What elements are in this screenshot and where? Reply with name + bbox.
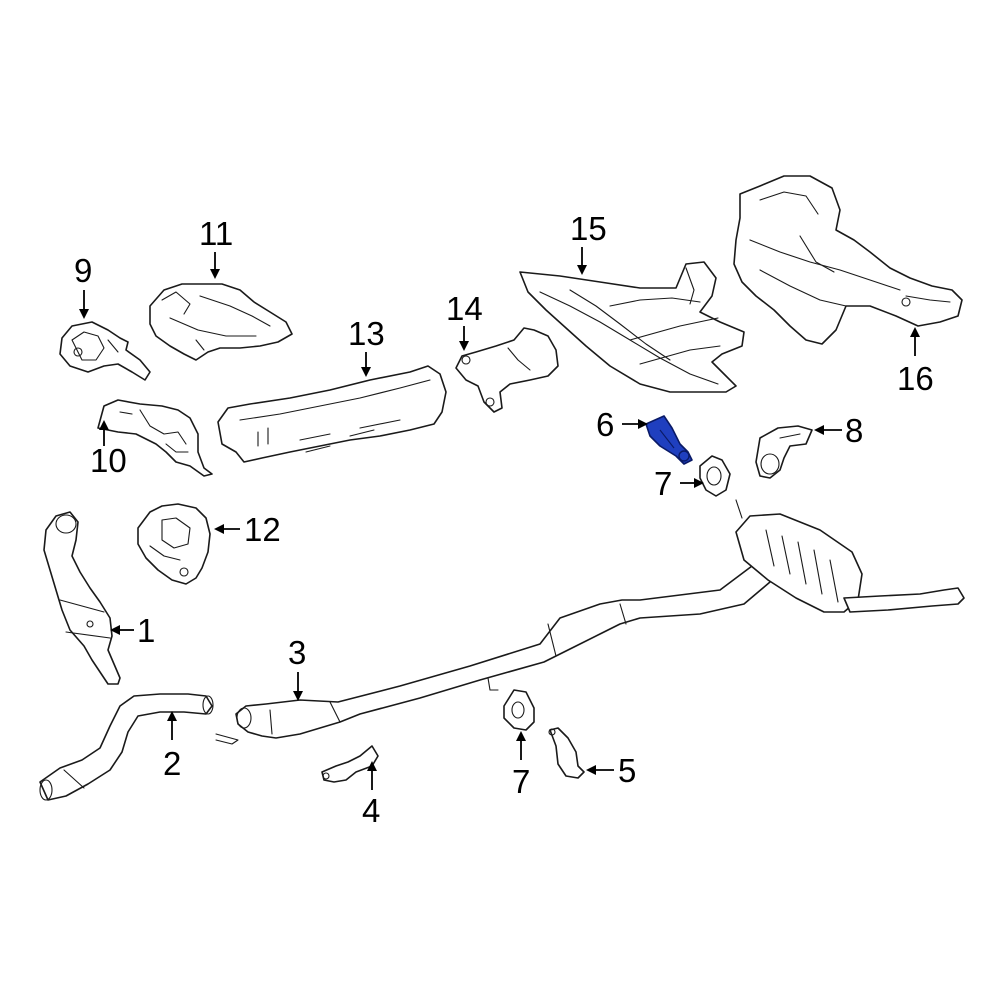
callout-6: 6 <box>596 406 648 443</box>
callout-10: 10 <box>90 420 127 479</box>
callout-1: 1 <box>110 612 155 649</box>
callout-7-upper-label: 7 <box>654 465 672 502</box>
part-13-tunnel-heat-shield <box>217 365 447 463</box>
part-7-rubber-hanger-lower <box>503 689 535 731</box>
callout-5: 5 <box>586 752 636 789</box>
part-3-intermediate-pipe <box>215 561 771 745</box>
callout-16-label: 16 <box>897 360 934 397</box>
callout-9: 9 <box>74 252 92 319</box>
callout-6-label: 6 <box>596 406 614 443</box>
callout-7-upper: 7 <box>654 465 704 502</box>
callout-4-label: 4 <box>362 792 380 829</box>
part-9-heat-shield <box>59 321 151 381</box>
part-11-heat-shield <box>149 283 293 361</box>
callout-1-label: 1 <box>137 612 155 649</box>
callout-11-label: 11 <box>199 215 233 252</box>
callout-15: 15 <box>570 210 607 275</box>
part-2-front-pipe <box>39 693 214 801</box>
callout-7-lower: 7 <box>512 731 530 800</box>
callout-14-label: 14 <box>446 290 483 327</box>
callout-7-lower-label: 7 <box>512 763 530 800</box>
callout-15-label: 15 <box>570 210 607 247</box>
callout-13-label: 13 <box>348 315 385 352</box>
callout-8-label: 8 <box>845 412 863 449</box>
callout-9-label: 9 <box>74 252 92 289</box>
callout-3-label: 3 <box>288 634 306 671</box>
callout-3: 3 <box>288 634 306 701</box>
part-4-hanger-bracket <box>321 745 379 783</box>
part-16-rear-heat-shield <box>733 175 963 345</box>
callout-14: 14 <box>446 290 483 351</box>
callout-11: 11 <box>199 215 233 279</box>
callout-8: 8 <box>814 412 863 449</box>
part-12-heat-shield <box>137 503 211 585</box>
callout-5-label: 5 <box>618 752 636 789</box>
part-6-hanger-bracket <box>645 415 693 465</box>
part-5-hanger-bracket <box>548 727 585 779</box>
part-7-rubber-hanger-upper <box>699 455 731 497</box>
part-14-heat-shield <box>455 327 559 413</box>
rear-muffler <box>735 499 965 613</box>
callout-12: 12 <box>214 511 281 548</box>
callout-13: 13 <box>348 315 385 377</box>
part-15-floor-heat-shield <box>519 261 745 393</box>
part-10-heat-shield-bracket <box>97 399 213 477</box>
callout-4: 4 <box>362 761 380 829</box>
part-1-catalytic-converter <box>43 511 121 685</box>
part-8-clamp <box>755 425 813 479</box>
callout-2: 2 <box>163 711 181 782</box>
callout-12-label: 12 <box>244 511 281 548</box>
callout-2-label: 2 <box>163 745 181 782</box>
callout-16: 16 <box>897 327 934 397</box>
callout-10-label: 10 <box>90 442 127 479</box>
